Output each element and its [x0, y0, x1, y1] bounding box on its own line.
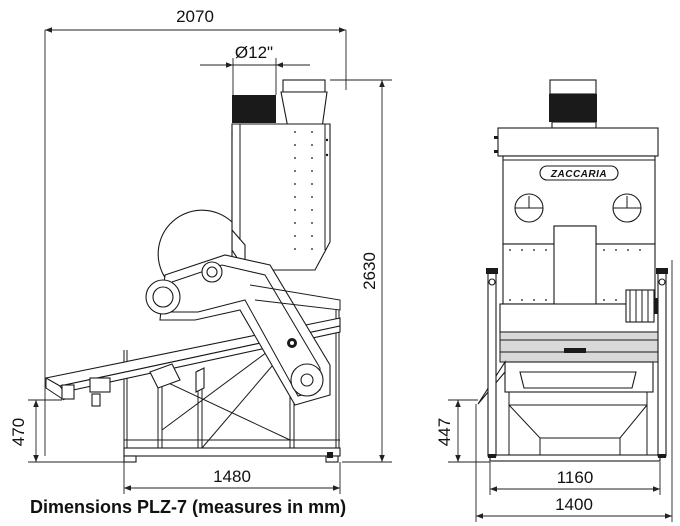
- side-rivets: [294, 131, 329, 250]
- dim-side-base-length: 1480: [123, 462, 341, 494]
- front-brand-label: ZACCARIA: [550, 169, 607, 180]
- dim-front-inner-width-label: 1160: [557, 468, 594, 487]
- front-filter-heads: [549, 79, 597, 129]
- side-filter-heads: [232, 79, 328, 129]
- dim-duct-diameter-label: Ø12": [235, 43, 273, 62]
- dim-side-inlet-height-label: 470: [9, 418, 28, 446]
- dim-overall-width-label: 2070: [176, 7, 214, 26]
- dim-front-inner-width: 1160: [489, 462, 661, 495]
- dim-front-inlet-height-label: 447: [435, 418, 454, 446]
- front-frame: [486, 268, 668, 458]
- front-brand-badge: [539, 165, 619, 181]
- dim-overall-width: 2070: [44, 7, 347, 456]
- front-motor: [625, 289, 658, 323]
- side-frame: [123, 310, 341, 463]
- figure-caption: Dimensions PLZ-7 (measures in mm): [30, 497, 347, 517]
- front-view: ZACCARIA: [435, 79, 673, 522]
- side-main-cabinet: [231, 123, 331, 271]
- dim-front-inlet-height: 447: [435, 399, 490, 463]
- dim-side-base-length-label: 1480: [213, 467, 251, 486]
- dim-front-outer-width-label: 1400: [555, 495, 593, 514]
- side-elevator: [145, 254, 341, 406]
- dim-front-outer-width: 1400: [475, 260, 673, 522]
- side-view: 2070 Ø12" 2630 470 1480: [9, 7, 392, 494]
- front-rivets: [509, 249, 641, 301]
- dim-side-inlet-height: 470: [9, 399, 124, 463]
- front-lower-body: [477, 225, 661, 462]
- dim-overall-height: 2630: [330, 79, 392, 463]
- dim-overall-height-label: 2630: [360, 252, 379, 290]
- dim-duct-diameter: Ø12": [200, 43, 310, 95]
